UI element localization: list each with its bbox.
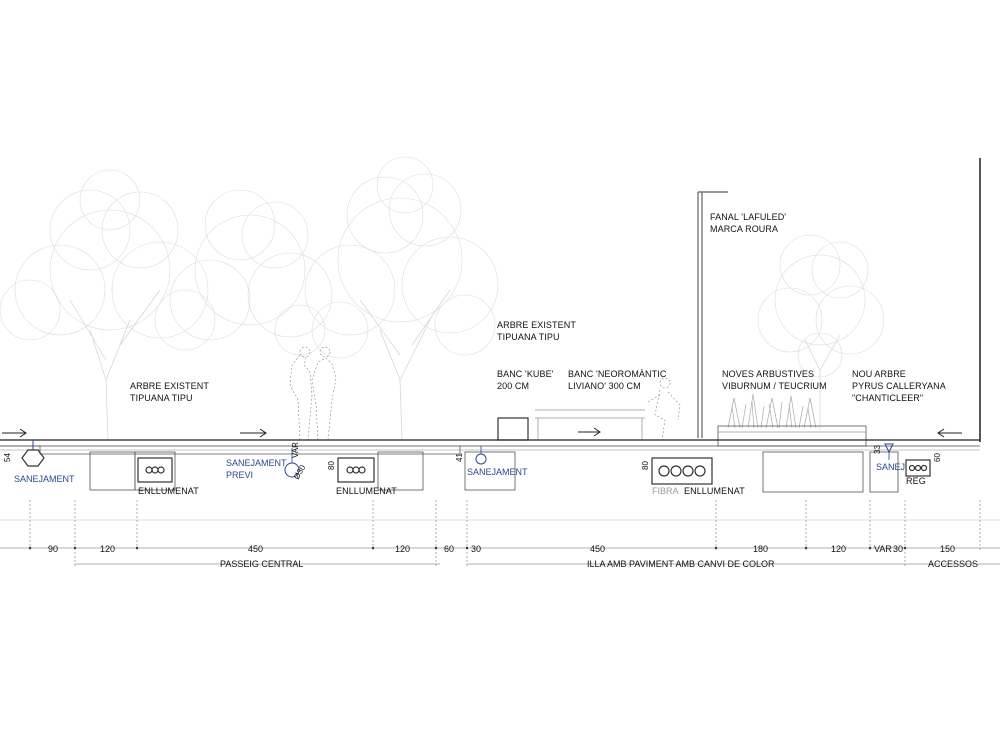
dimension-lines <box>0 500 1000 568</box>
label-new-tree-2: PYRUS CALLERYANA <box>852 381 946 391</box>
label-banc-kube-1: BANC 'KUBE' <box>497 369 554 379</box>
label-shrubs-1: NOVES ARBUSTIVES <box>722 369 814 379</box>
dim-90: 90 <box>48 544 58 554</box>
label-new-tree-1: NOU ARBRE <box>852 369 906 379</box>
bench-neoromantic-icon <box>535 409 645 440</box>
direction-arrows <box>2 427 962 438</box>
depth-80-right: 80 <box>641 461 650 470</box>
dim-450-b: 450 <box>590 544 605 554</box>
sanejament-previ-icon <box>284 448 300 478</box>
label-enllumenat-right: ENLLUMENAT <box>684 486 745 496</box>
depth-41: 41 <box>455 453 464 462</box>
sanejament-center-icon <box>475 446 487 465</box>
tree-existing-left-icon <box>0 169 216 441</box>
label-fibra: FIBRA <box>652 486 679 496</box>
arrow-right-icon <box>240 428 267 438</box>
enllumenat-duct-left-icon <box>137 457 173 483</box>
dim-60: 60 <box>444 544 454 554</box>
depth-33: 33 <box>873 445 882 454</box>
sanej-right-icon <box>884 443 894 460</box>
dim-30-a: 30 <box>471 544 481 554</box>
label-enllumenat-center: ENLLUMENAT <box>336 486 397 496</box>
label-sanejament-previ-2: PREVI <box>226 470 253 480</box>
dim-120-a: 120 <box>100 544 115 554</box>
zone-accessos: ACCESSOS <box>928 559 978 569</box>
label-banc-neo-2: LIVIANO' 300 CM <box>568 381 641 391</box>
depth-80-center: 80 <box>327 461 336 470</box>
label-enllumenat-left: ENLLUMENAT <box>138 486 199 496</box>
reg-duct-icon <box>905 459 931 477</box>
seated-person-icon <box>647 377 681 441</box>
label-fanal-1: FANAL 'LAFULED' <box>710 212 786 222</box>
label-tree-existing-left-2: TIPUANA TIPU <box>130 393 193 403</box>
dim-150: 150 <box>940 544 955 554</box>
label-sanejament-left: SANEJAMENT <box>14 474 75 484</box>
depth-60: 60 <box>933 453 942 462</box>
bench-kube-icon <box>497 417 529 441</box>
depth-54: 54 <box>3 453 12 462</box>
dim-30-b: 30 <box>893 544 903 554</box>
enllumenat-duct-center-icon <box>337 457 375 483</box>
zone-illa: ILLA AMB PAVIMENT AMB CANVI DE COLOR <box>587 559 775 569</box>
label-shrubs-2: VIBURNUM / TEUCRIUM <box>722 381 827 391</box>
arrow-right-icon <box>578 427 601 437</box>
tree-new-pyrus-icon <box>757 234 885 430</box>
arrow-right-icon <box>2 428 27 438</box>
dim-120-c: 120 <box>831 544 846 554</box>
label-diameter: Ø30 <box>292 463 308 481</box>
pedestrians-icon <box>289 346 337 441</box>
label-tree-existing-right-1: ARBRE EXISTENT <box>497 320 576 330</box>
label-tree-existing-right-2: TIPUANA TIPU <box>497 332 560 342</box>
street-lamp-icon <box>697 191 728 438</box>
dim-450-a: 450 <box>248 544 263 554</box>
label-sanejament-previ-1: SANEJAMENT <box>226 458 287 468</box>
trench-boxes <box>89 451 899 493</box>
dim-var: VAR <box>874 544 892 554</box>
zone-passeig-central: PASSEIG CENTRAL <box>220 559 303 569</box>
label-banc-kube-2: 200 CM <box>497 381 529 391</box>
enllumenat-fibra-duct-icon <box>651 457 713 485</box>
label-fanal-2: MARCA ROURA <box>710 224 778 234</box>
label-var-vertical: VAR <box>291 442 300 458</box>
sanejament-left-icon <box>21 440 45 467</box>
label-sanej-right: SANEJ. <box>876 462 908 472</box>
arrow-left-icon <box>937 428 962 438</box>
shrubs-icon <box>717 393 867 447</box>
dim-180: 180 <box>753 544 768 554</box>
label-new-tree-3: "CHANTICLEER" <box>852 393 923 403</box>
tree-existing-center-left-icon <box>169 189 333 356</box>
dim-120-b: 120 <box>395 544 410 554</box>
label-tree-existing-left-1: ARBRE EXISTENT <box>130 381 209 391</box>
tree-existing-center-icon <box>304 156 499 441</box>
label-banc-neo-1: BANC 'NEOROMÀNTIC <box>568 369 667 379</box>
label-sanejament-center: SANEJAMENT <box>467 467 528 477</box>
label-reg: REG <box>906 476 926 486</box>
ground-pavement <box>0 439 980 455</box>
